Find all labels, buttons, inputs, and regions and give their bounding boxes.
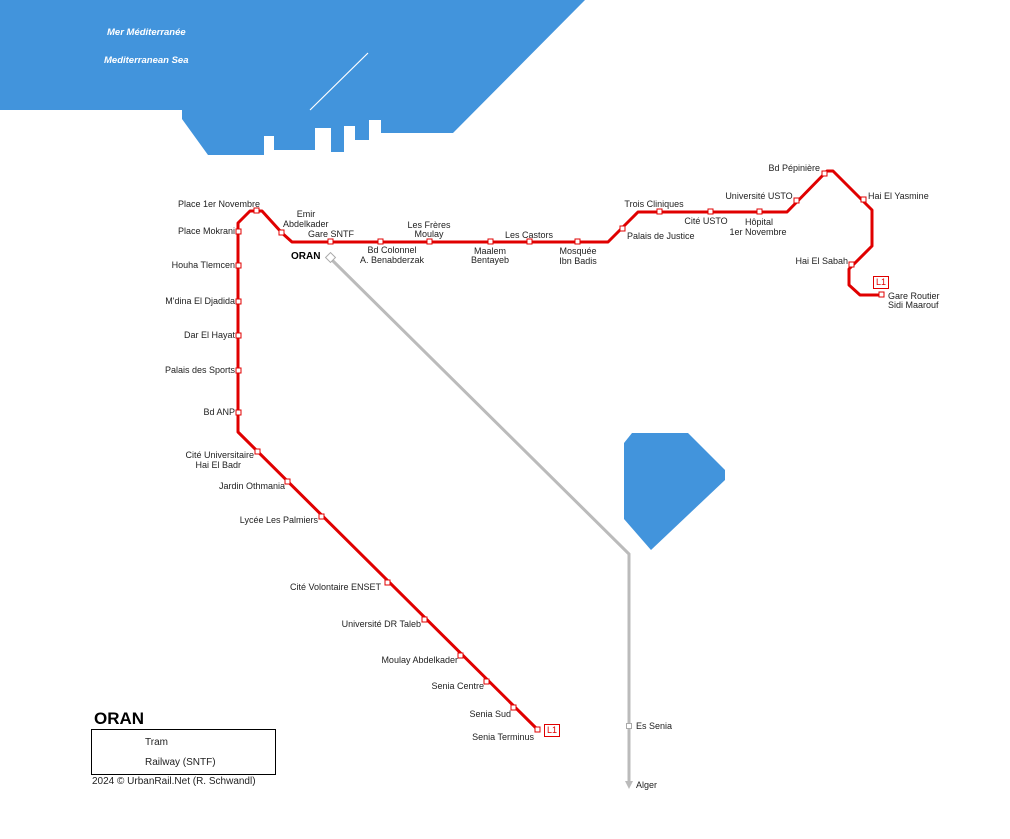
label-bd-anp: Bd ANP <box>203 407 235 417</box>
station-trois-cliniques[interactable] <box>656 208 663 215</box>
station-palais-des-sports[interactable] <box>235 367 242 374</box>
station-cite-universitaire[interactable] <box>254 448 261 455</box>
station-senia-terminus[interactable] <box>534 726 541 733</box>
label-jardin-othmania: Jardin Othmania <box>218 481 285 491</box>
station-maalem-bentayeb[interactable] <box>487 238 494 245</box>
label-les-freres: Les Frères <box>407 220 451 230</box>
label-hai-el-badr: Hai El Badr <box>195 460 241 470</box>
label-place-1er-novembre: Place 1er Novembre <box>177 199 260 209</box>
station-dar-el-hayat[interactable] <box>235 332 242 339</box>
station-jardin-othmania[interactable] <box>284 478 291 485</box>
label-bentayeb: Bentayeb <box>470 255 510 265</box>
station-les-castors[interactable] <box>526 238 533 245</box>
label-es-senia: Es Senia <box>636 721 673 731</box>
station-place-mokrani[interactable] <box>235 228 242 235</box>
label-hai-el-sabah: Hai El Sabah <box>795 256 848 266</box>
label-benabderzak: A. Benabderzak <box>359 255 425 265</box>
sea-label-en: Mediterranean Sea <box>104 55 189 66</box>
station-moulay-abdelkader[interactable] <box>457 652 464 659</box>
label-ibn-badis: Ibn Badis <box>559 256 597 266</box>
station-palais-de-justice[interactable] <box>619 225 626 232</box>
legend-tram-label: Tram <box>145 737 168 748</box>
station-universite-dr-taleb[interactable] <box>421 616 428 623</box>
label-moulay: Moulay <box>414 229 444 239</box>
label-mdina-el-djadida: M'dina El Djadida <box>165 296 235 306</box>
harbour-jetty <box>309 52 369 111</box>
es-senia-station-marker <box>626 723 632 729</box>
station-place-1er-novembre[interactable] <box>253 207 260 214</box>
mediterranean-sea <box>0 0 585 155</box>
label-abdelkader: Abdelkader <box>283 219 329 229</box>
station-emir-abdelkader[interactable] <box>278 229 285 236</box>
label-maalem: Maalem <box>473 246 506 256</box>
label-senia-centre: Senia Centre <box>431 681 484 691</box>
station-cite-volontaire[interactable] <box>384 579 391 586</box>
legend-box <box>91 729 276 775</box>
tram-stations <box>235 170 885 733</box>
line-badge-l1-east: L1 <box>873 276 889 289</box>
tram-line-l1 <box>236 169 882 732</box>
oran-station-marker <box>324 251 337 264</box>
label-hopital: Hôpital <box>744 217 773 227</box>
station-bd-pepiniere[interactable] <box>821 170 828 177</box>
label-universite-dr-taleb: Université DR Taleb <box>341 619 421 629</box>
station-gare-sntf[interactable] <box>327 238 334 245</box>
label-senia-terminus: Senia Terminus <box>472 732 534 742</box>
label-mosquee: Mosquée <box>559 246 597 256</box>
salt-lake <box>624 433 725 550</box>
label-universite-usto: Université USTO <box>725 191 793 201</box>
label-dar-el-hayat: Dar El Hayat <box>183 330 235 340</box>
station-mosquee-ibn-badis[interactable] <box>574 238 581 245</box>
station-gare-routier[interactable] <box>878 291 885 298</box>
station-les-freres-moulay[interactable] <box>426 238 433 245</box>
label-emir: Emir <box>296 209 316 219</box>
label-hai-el-yasmine: Hai El Yasmine <box>868 191 929 201</box>
label-gare-sntf: Gare SNTF <box>308 229 355 239</box>
label-houha-tlemcen: Houha Tlemcen <box>171 260 235 270</box>
map-title: ORAN <box>94 709 145 728</box>
label-les-castors: Les Castors <box>504 230 554 240</box>
line-badge-l1-south: L1 <box>544 724 560 737</box>
station-mdina-el-djadida[interactable] <box>235 298 242 305</box>
station-senia-centre[interactable] <box>483 678 490 685</box>
label-alger: Alger <box>636 780 658 790</box>
credit-text: 2024 © UrbanRail.Net (R. Schwandl) <box>92 776 256 787</box>
station-houha-tlemcen[interactable] <box>235 262 242 269</box>
station-bd-colonnel[interactable] <box>377 238 384 245</box>
station-bd-anp[interactable] <box>235 409 242 416</box>
label-gare-routier: Gare Routier <box>888 291 940 301</box>
station-hai-el-yasmine[interactable] <box>860 196 867 203</box>
station-hopital-1er-novembre[interactable] <box>756 208 763 215</box>
label-cite-usto: Cité USTO <box>684 216 728 226</box>
station-hai-el-sabah[interactable] <box>848 261 855 268</box>
label-cite-volontaire: Cité Volontaire ENSET <box>289 582 381 592</box>
label-cite-universitaire: Cité Universitaire <box>185 450 254 460</box>
label-1er-novembre: 1er Novembre <box>729 227 787 237</box>
label-place-mokrani: Place Mokrani <box>177 226 235 236</box>
railway-arrow <box>625 781 633 789</box>
station-lycee-les-palmiers[interactable] <box>318 513 325 520</box>
label-moulay-abdelkader: Moulay Abdelkader <box>381 655 458 665</box>
label-palais-de-justice: Palais de Justice <box>627 231 695 241</box>
station-senia-sud[interactable] <box>510 704 517 711</box>
railway-line <box>328 256 631 783</box>
label-palais-des-sports: Palais des Sports <box>164 365 235 375</box>
legend-railway-label: Railway (SNTF) <box>145 757 216 768</box>
label-bd-colonnel: Bd Colonnel <box>367 245 417 255</box>
label-oran-station: ORAN <box>291 251 321 262</box>
station-cite-usto[interactable] <box>707 208 714 215</box>
label-senia-sud: Senia Sud <box>469 709 511 719</box>
station-universite-usto[interactable] <box>793 197 800 204</box>
sea-label-fr: Mer Méditerranée <box>107 27 186 38</box>
label-sidi-maarouf: Sidi Maarouf <box>888 300 939 310</box>
label-trois-cliniques: Trois Cliniques <box>624 199 684 209</box>
label-lycee-les-palmiers: Lycée Les Palmiers <box>239 515 318 525</box>
label-bd-pepiniere: Bd Pépinière <box>768 163 820 173</box>
